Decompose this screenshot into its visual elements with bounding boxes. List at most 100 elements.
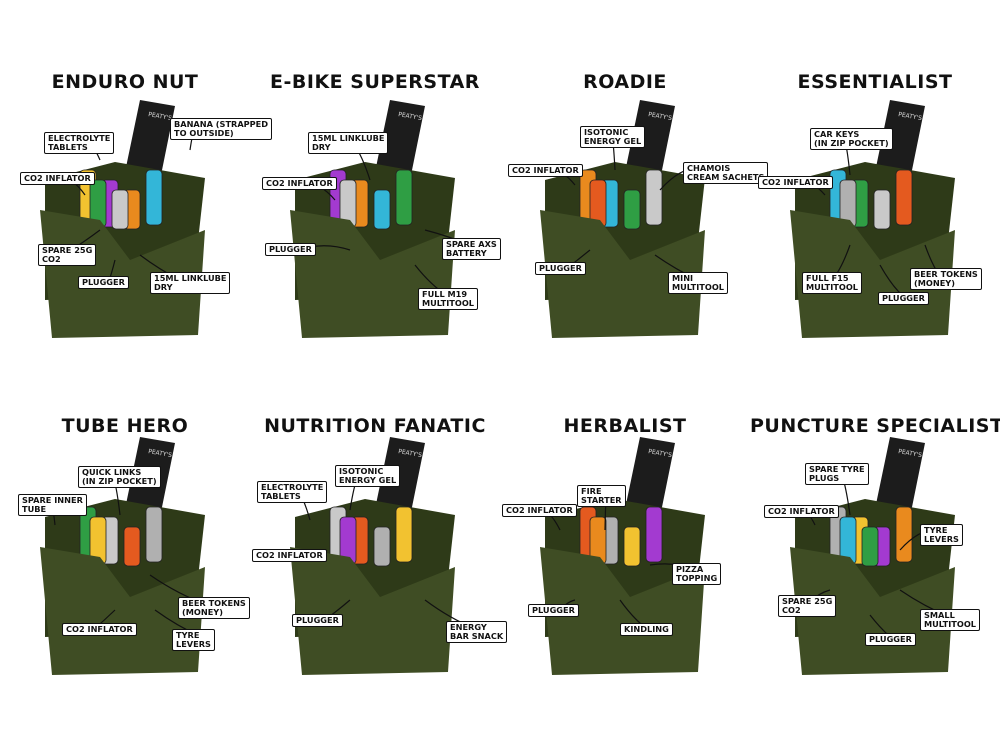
callout-label: PLUGGER xyxy=(265,243,316,256)
brand-mark: PEATY'S xyxy=(648,448,673,459)
pocket-items xyxy=(329,506,413,567)
plugger-icon xyxy=(645,506,663,563)
banknote-icon xyxy=(123,526,141,567)
plugger-icon xyxy=(861,526,879,567)
callout-label: CO2 INFLATOR xyxy=(764,505,839,518)
linklube-bottle-icon xyxy=(111,189,129,230)
callout-label: PLUGGER xyxy=(865,633,916,646)
callout-label: PLUGGER xyxy=(528,604,579,617)
callout-label: SPARE 25G CO2 xyxy=(778,595,837,617)
callout-label: CO2 INFLATOR xyxy=(262,177,337,190)
pocket-items xyxy=(579,506,663,567)
callout-label: 15ML LINKLUBE DRY xyxy=(150,272,231,294)
plugger-icon xyxy=(895,169,913,226)
pocket-front xyxy=(790,210,955,338)
kit-title: PUNCTURE SPECIALIST xyxy=(750,415,1000,437)
kit-illustration: PEATY'S xyxy=(531,437,705,675)
pocket-items xyxy=(829,169,913,230)
callout-label: SMALL MULTITOOL xyxy=(920,609,981,631)
callout-label: BEER TOKENS (MONEY) xyxy=(910,268,982,290)
kit-panel-nutrition-fanatic: NUTRITION FANATIC PEATY'S ISOTONIC ENERGY… xyxy=(250,375,508,750)
callout-label: MINI MULTITOOL xyxy=(668,272,729,294)
velcro-strap xyxy=(125,100,175,180)
callout-label: CO2 INFLATOR xyxy=(252,549,327,562)
callout-label: CHAMOIS CREAM SACHETS xyxy=(683,162,769,184)
pocket-items xyxy=(579,169,663,230)
callout-label: FIRE STARTER xyxy=(577,485,626,507)
battery-icon xyxy=(395,169,413,226)
kit-title: TUBE HERO xyxy=(61,415,189,437)
kit-panel-puncture-specialist: PUNCTURE SPECIALIST PEATY'S SPARE TYRE PL… xyxy=(750,375,1000,750)
callout-label: TYRE LEVERS xyxy=(172,629,215,651)
callout-label: SPARE 25G CO2 xyxy=(38,244,97,266)
callout-label: ELECTROLYTE TABLETS xyxy=(257,481,328,503)
callout-label: CAR KEYS (IN ZIP POCKET) xyxy=(810,128,893,150)
brand-mark: PEATY'S xyxy=(148,448,173,459)
plugger-icon xyxy=(645,169,663,226)
callout-label: 15ML LINKLUBE DRY xyxy=(308,132,389,154)
callout-label: BEER TOKENS (MONEY) xyxy=(178,597,250,619)
kit-panel-tube-hero: TUBE HERO PEATY'S QUICK LINKS (IN ZIP POC… xyxy=(0,375,250,750)
kit-title: E-BIKE SUPERSTAR xyxy=(270,71,480,93)
kit-illustration: PEATY'S xyxy=(281,437,477,675)
velcro-strap xyxy=(625,100,675,180)
pocket-front xyxy=(40,210,205,338)
pocket-front xyxy=(290,547,455,675)
kit-title: NUTRITION FANATIC xyxy=(264,415,486,437)
brand-mark: PEATY'S xyxy=(398,448,423,459)
kit-illustration: PEATY'S xyxy=(790,437,955,675)
co2-cartridge-icon xyxy=(895,506,913,563)
callout-label: TYRE LEVERS xyxy=(920,524,963,546)
brand-mark: PEATY'S xyxy=(398,111,423,122)
callout-label: FULL F15 MULTITOOL xyxy=(802,272,863,294)
callout-label: ELECTROLYTE TABLETS xyxy=(44,132,115,154)
cream-sachet-icon xyxy=(623,189,641,230)
callout-label: PLUGGER xyxy=(78,276,129,289)
callout-label: PLUGGER xyxy=(878,292,929,305)
multitool-icon xyxy=(873,189,891,230)
herb-bag-icon xyxy=(623,526,641,567)
kit-illustration: PEATY'S xyxy=(40,100,205,338)
callout-label: SPARE INNER TUBE xyxy=(18,494,87,516)
callout-label: KINDLING xyxy=(620,623,673,636)
brand-mark: PEATY'S xyxy=(898,111,923,122)
pocket-front xyxy=(40,547,205,675)
velcro-strap xyxy=(375,100,425,180)
pocket-front xyxy=(540,547,705,675)
kit-title: ESSENTIALIST xyxy=(797,71,953,93)
kit-illustration: PEATY'S xyxy=(40,437,209,675)
pocket-items xyxy=(829,506,913,567)
kit-illustration: PEATY'S xyxy=(537,100,714,338)
callout-label: CO2 INFLATOR xyxy=(62,623,137,636)
pocket-items xyxy=(79,506,163,567)
co2-cartridge-icon xyxy=(145,169,163,226)
pocket-front xyxy=(540,210,705,338)
callout-label: PLUGGER xyxy=(535,262,586,275)
pocket-front xyxy=(290,210,455,338)
callout-label: CO2 INFLATOR xyxy=(502,504,577,517)
callout-label: ISOTONIC ENERGY GEL xyxy=(580,126,646,148)
callout-label: SPARE TYRE PLUGS xyxy=(805,463,869,485)
callout-label: ISOTONIC ENERGY GEL xyxy=(335,465,401,487)
plugger-icon xyxy=(395,506,413,563)
callout-label: QUICK LINKS (IN ZIP POCKET) xyxy=(78,466,161,488)
kit-title: ROADIE xyxy=(583,71,667,93)
brand-mark: PEATY'S xyxy=(148,111,173,122)
brand-mark: PEATY'S xyxy=(898,448,923,459)
callout-label: CO2 INFLATOR xyxy=(20,172,95,185)
velcro-strap xyxy=(625,437,675,517)
callout-label: CO2 INFLATOR xyxy=(758,176,833,189)
velcro-strap xyxy=(875,437,925,517)
callout-label: FULL M19 MULTITOOL xyxy=(418,288,479,310)
callout-label: SPARE AXS BATTERY xyxy=(442,238,501,260)
pocket-items xyxy=(79,169,163,230)
plugger-icon xyxy=(373,189,391,230)
co2-inflator-icon xyxy=(373,526,391,567)
callout-label: PIZZA TOPPING xyxy=(672,563,722,585)
kit-panel-essentialist: ESSENTIALIST PEATY'S CAR KEYS (IN ZIP POC… xyxy=(750,0,1000,375)
callout-label: ENERGY BAR SNACK xyxy=(446,621,508,643)
